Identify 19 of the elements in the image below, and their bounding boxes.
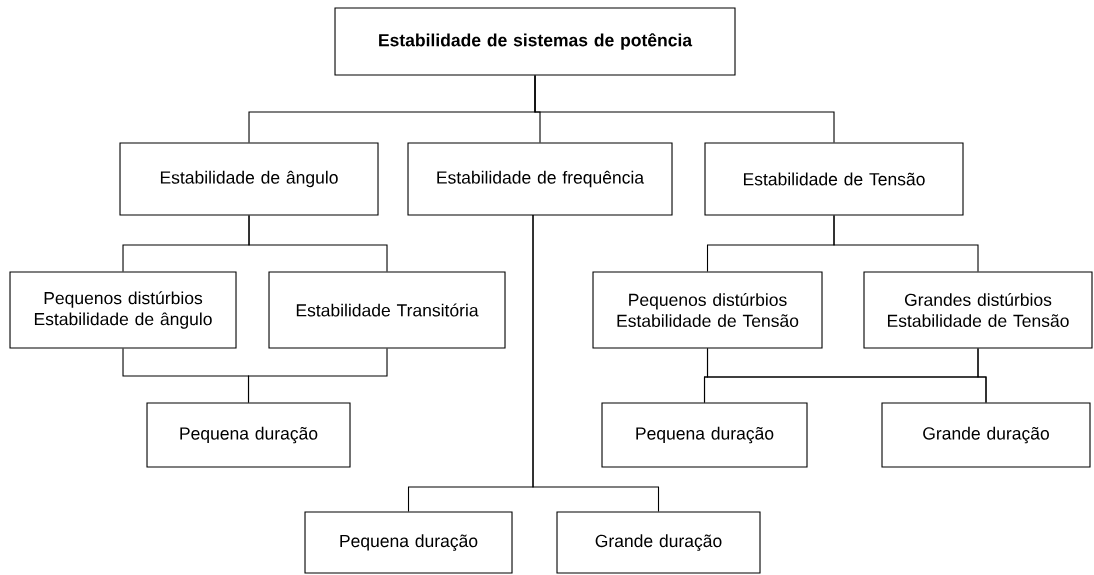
connector xyxy=(247,348,388,403)
box: Pequenos distúrbios Estabilidade de Tensão xyxy=(592,271,823,349)
box: Grande duração xyxy=(881,402,1091,468)
connector xyxy=(977,348,987,403)
box: Grande duração xyxy=(556,511,761,574)
box: Estabilidade Transitória xyxy=(268,271,506,349)
connector xyxy=(532,214,660,512)
box: Grandes distúrbios Estabilidade de Tensão xyxy=(863,271,1093,349)
box: Estabilidade de frequência xyxy=(407,142,673,216)
box: Pequena duração xyxy=(601,402,808,468)
connector xyxy=(534,75,835,143)
box: Estabilidade de Tensão xyxy=(704,142,964,216)
box: Pequena duração xyxy=(146,402,351,468)
box: Estabilidade de ângulo xyxy=(119,142,379,216)
connector xyxy=(833,215,979,272)
box: Pequenos distúrbios Estabilidade de ângulo xyxy=(9,271,237,349)
connector xyxy=(248,215,388,272)
box: Estabilidade de sistemas de potência xyxy=(334,7,736,76)
box: Pequena duração xyxy=(304,511,513,574)
